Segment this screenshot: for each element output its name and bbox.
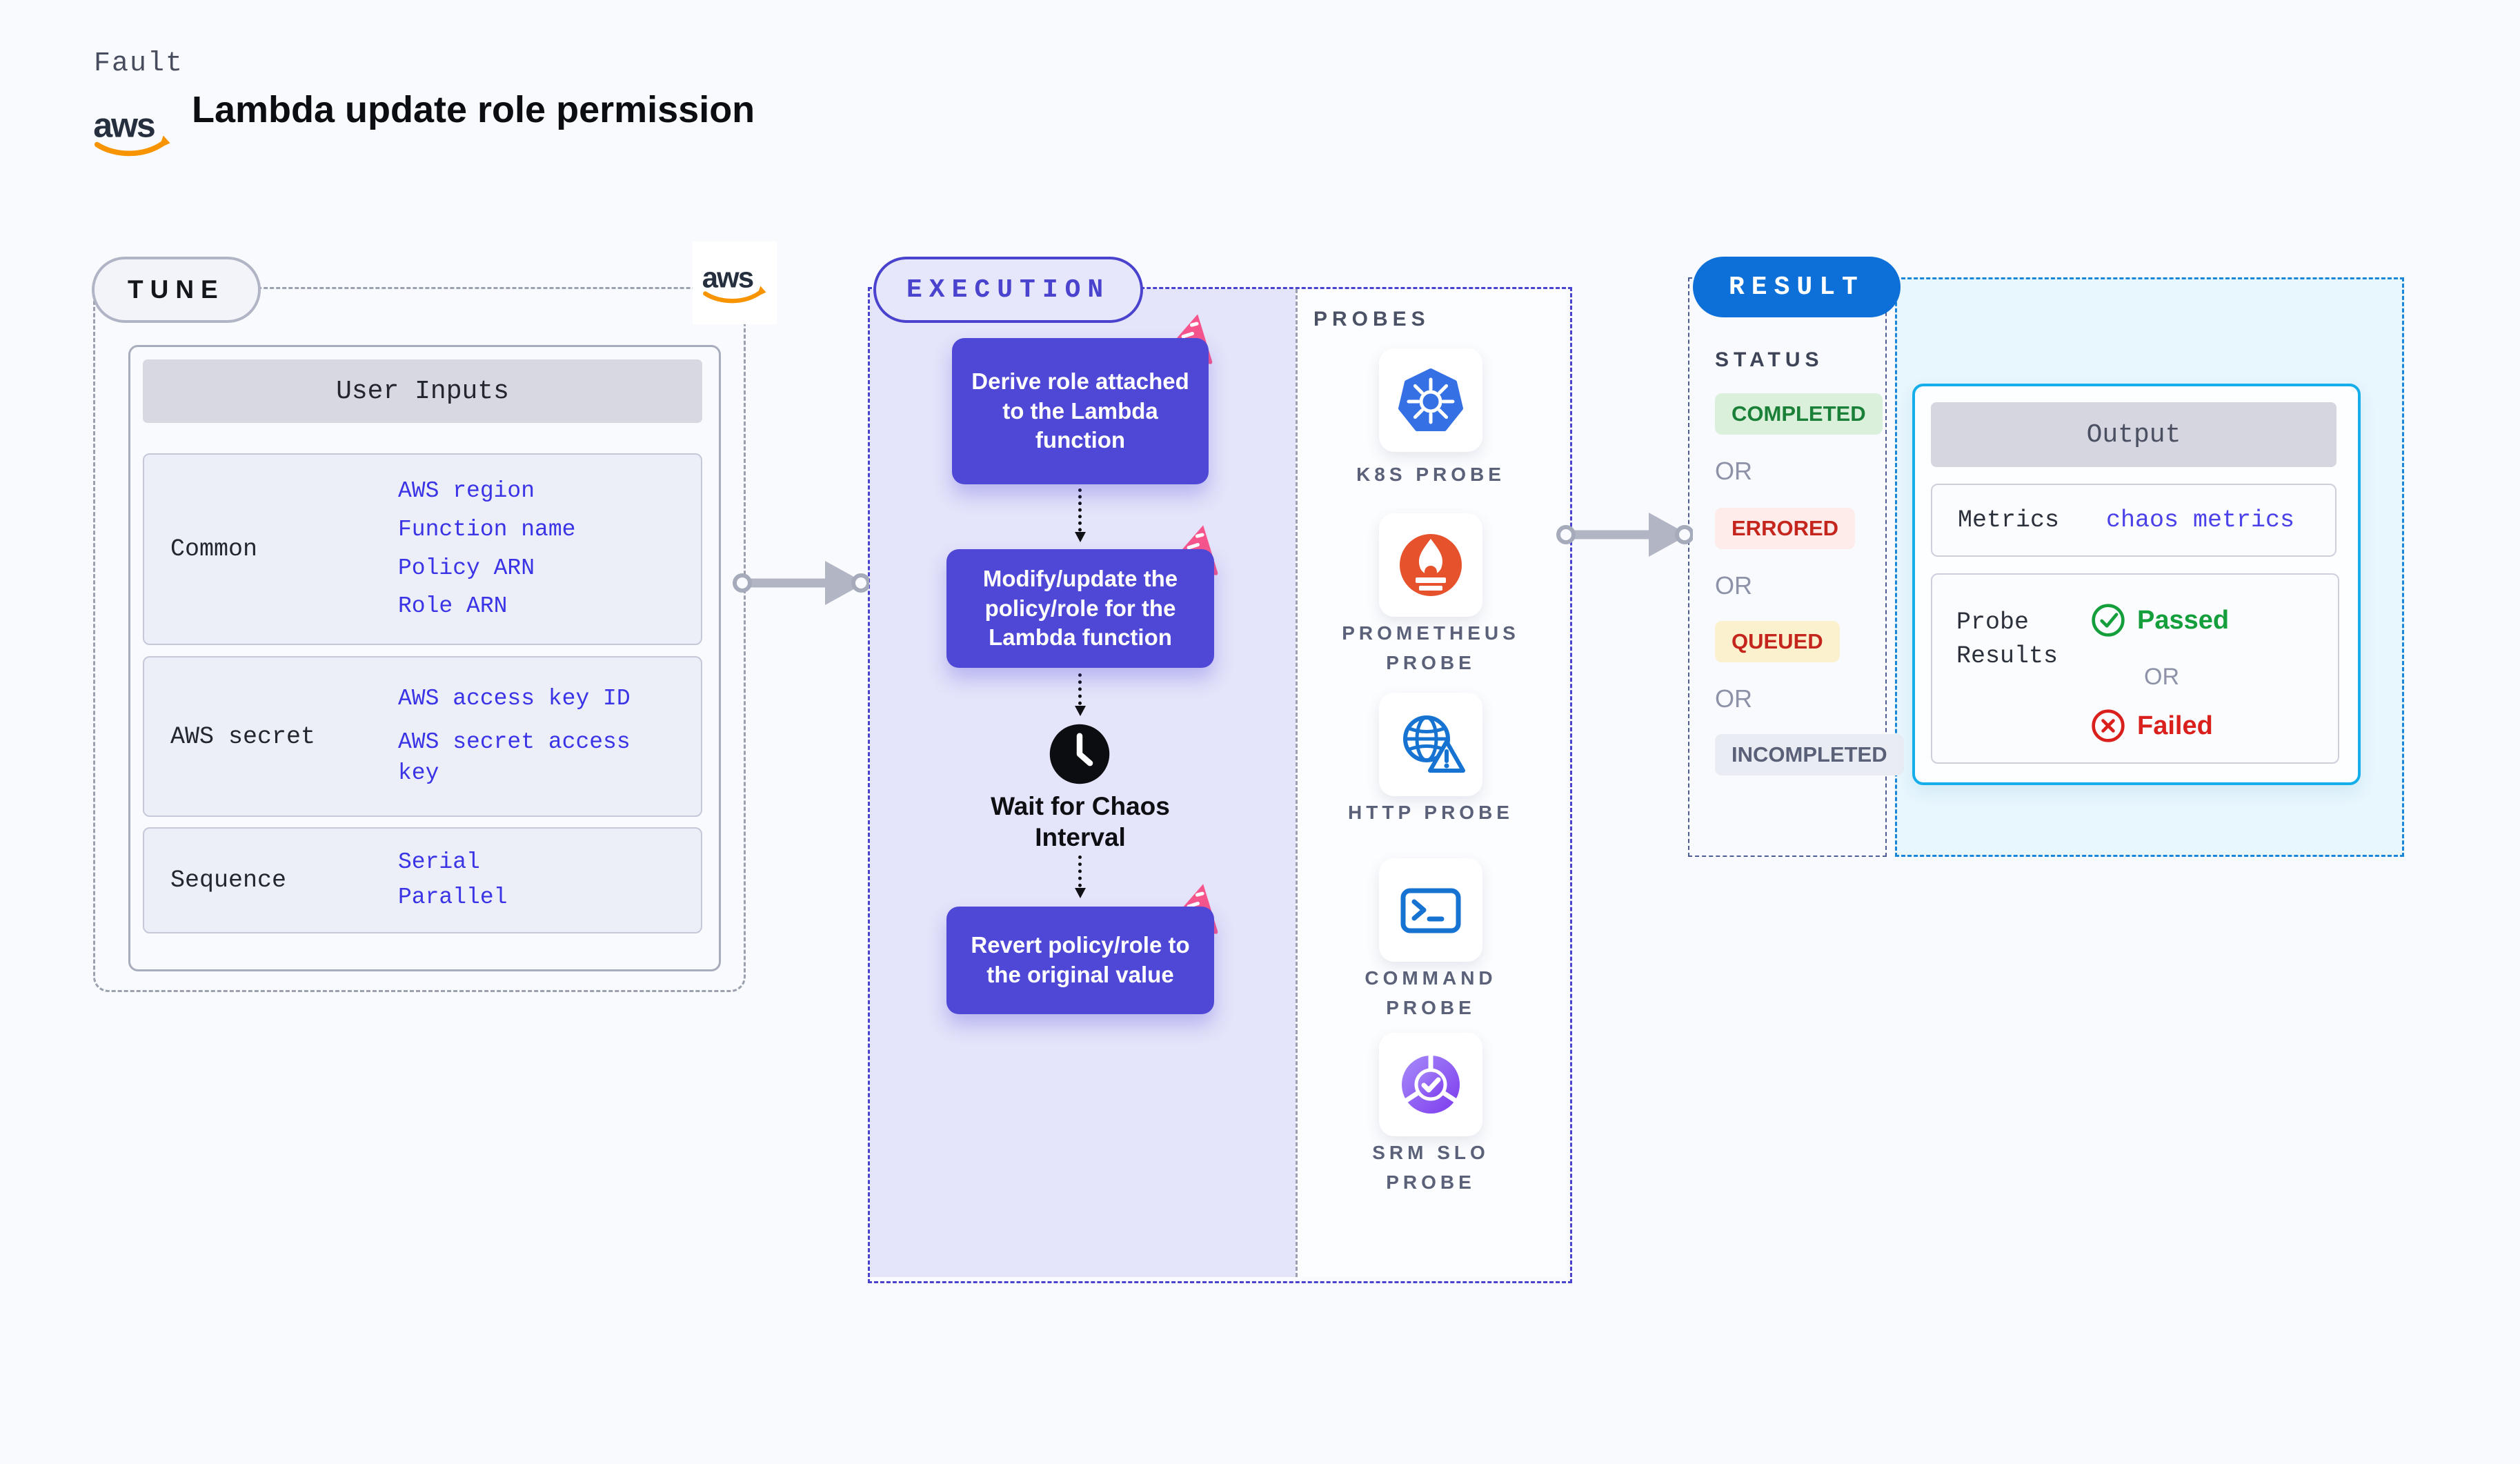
step-label: Modify/update the policy/role for the La… xyxy=(982,565,1178,651)
probe-card-http xyxy=(1379,693,1482,796)
output-header: Output xyxy=(1931,402,2337,467)
chaos-metrics-link[interactable]: chaos metrics xyxy=(2106,506,2295,534)
metrics-row: Metrics chaos metrics xyxy=(1931,484,2337,557)
row-values: AWS access key ID AWS secret access key xyxy=(398,657,701,815)
or-separator: OR xyxy=(1715,571,1752,600)
input-value: AWS access key ID xyxy=(398,686,631,712)
row-values: Serial Parallel xyxy=(398,829,701,932)
row-label: Common xyxy=(170,535,258,563)
execution-region-border xyxy=(868,287,1572,1283)
or-separator: OR xyxy=(1715,457,1752,485)
passed-label: Passed xyxy=(2137,605,2230,635)
flow-arrow-down xyxy=(1075,673,1086,716)
failed-label: Failed xyxy=(2137,711,2213,740)
step-label: Derive role attached to the Lambda funct… xyxy=(971,368,1189,453)
probe-card-command xyxy=(1379,858,1482,962)
tune-region-border xyxy=(93,287,746,992)
page-title: Lambda update role permission xyxy=(192,89,755,130)
execution-pill-label: EXECUTION xyxy=(906,275,1111,305)
execution-to-result-arrow xyxy=(1555,504,1694,566)
input-value: Serial xyxy=(398,849,480,875)
terminal-icon xyxy=(1400,888,1461,933)
step-revert-policy-box: Revert policy/role to the original value xyxy=(946,907,1214,1014)
user-inputs-card xyxy=(128,345,721,971)
probe-card-prometheus xyxy=(1379,513,1482,617)
probe-results-row xyxy=(1931,573,2339,764)
slo-pie-check-icon xyxy=(1402,1053,1460,1114)
row-label: AWS secret xyxy=(170,722,316,751)
wait-chaos-interval-label: Wait for Chaos Interval xyxy=(991,792,1170,852)
status-heading: STATUS xyxy=(1715,348,1824,371)
step-derive-role-box: Derive role attached to the Lambda funct… xyxy=(952,338,1209,484)
user-inputs-header: User Inputs xyxy=(143,359,702,423)
probe-label-k8s: K8S PROBE xyxy=(1356,464,1505,485)
globe-warning-icon xyxy=(1403,715,1465,773)
aws-logo: aws xyxy=(91,102,174,161)
status-badge-errored: ERRORED xyxy=(1715,508,1856,549)
probe-label-srm-slo: SRM SLO PROBE xyxy=(1372,1142,1489,1194)
status-badge-queued: QUEUED xyxy=(1715,621,1840,662)
flow-arrow-down xyxy=(1075,488,1086,542)
aws-logo-icon: aws xyxy=(702,261,766,304)
tune-pill: TUNE xyxy=(92,257,261,323)
input-value: Function name xyxy=(398,516,576,542)
tune-aws-logo: aws xyxy=(693,241,777,324)
user-inputs-row-common: Common AWS region Function name Policy A… xyxy=(143,453,702,645)
input-value: AWS region xyxy=(398,478,535,504)
kubernetes-icon xyxy=(1398,368,1463,431)
step-label: Revert policy/role to the original value xyxy=(971,932,1190,987)
status-badge-incompleted: INCOMPLETED xyxy=(1715,734,1904,775)
probe-label-prometheus: PROMETHEUS PROBE xyxy=(1342,622,1520,674)
probe-label-command: COMMAND PROBE xyxy=(1365,967,1497,1019)
clock-icon xyxy=(1047,722,1112,787)
row-label: Sequence xyxy=(170,867,287,894)
or-separator: OR xyxy=(1715,684,1752,713)
probe-card-srm-slo xyxy=(1379,1033,1482,1136)
aws-logo-text: aws xyxy=(93,106,155,145)
metrics-label: Metrics xyxy=(1958,506,2060,534)
x-circle-icon xyxy=(2092,709,2125,742)
right-arrow-icon xyxy=(733,561,871,605)
user-inputs-row-sequence: Sequence Serial Parallel xyxy=(143,827,702,933)
tune-to-execution-arrow xyxy=(731,552,871,614)
result-pill: RESULT xyxy=(1693,257,1901,317)
probe-results-label: Probe Results xyxy=(1956,609,2058,670)
tune-pill-label: TUNE xyxy=(128,275,225,304)
check-circle-icon xyxy=(2092,604,2125,637)
flow-arrow-down xyxy=(1075,855,1086,898)
input-value: Role ARN xyxy=(398,593,508,620)
fault-eyebrow-label: Fault xyxy=(94,48,184,79)
row-values: AWS region Function name Policy ARN Role… xyxy=(398,455,701,644)
user-inputs-row-aws-secret: AWS secret AWS access key ID AWS secret … xyxy=(143,656,702,817)
execution-pill: EXECUTION xyxy=(873,257,1144,323)
probes-heading: PROBES xyxy=(1313,308,1430,330)
input-value: Parallel xyxy=(398,884,508,911)
prometheus-icon xyxy=(1400,534,1462,596)
step-modify-policy-box: Modify/update the policy/role for the La… xyxy=(946,549,1214,668)
probe-result-failed: Failed xyxy=(2090,708,2213,744)
right-arrow-icon xyxy=(1556,513,1694,557)
result-pill-label: RESULT xyxy=(1729,272,1865,302)
status-badge-completed: COMPLETED xyxy=(1715,393,1883,435)
or-separator: OR xyxy=(2144,664,2179,690)
aws-logo-text: aws xyxy=(702,261,753,293)
aws-logo-icon: aws xyxy=(93,106,170,157)
probe-label-http: HTTP PROBE xyxy=(1348,802,1514,823)
probe-card-k8s xyxy=(1379,348,1482,452)
input-value: Policy ARN xyxy=(398,555,535,581)
probe-result-passed: Passed xyxy=(2090,602,2229,638)
input-value: AWS secret access key xyxy=(398,729,631,786)
